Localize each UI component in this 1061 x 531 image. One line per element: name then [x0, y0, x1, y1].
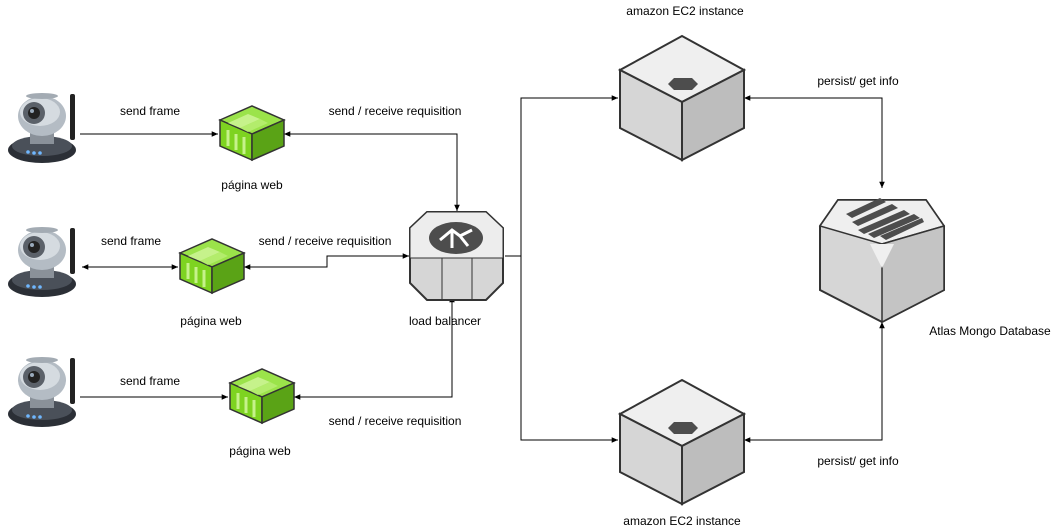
- edge-label-cam1-web1: send frame: [120, 104, 180, 118]
- ec2-instance-b-icon: [619, 379, 745, 505]
- load-balancer-icon: [409, 211, 504, 301]
- node-label-lb: load balancer: [409, 314, 481, 328]
- edge-ec2a-db: [744, 95, 885, 188]
- edge-label-web3-lb: send / receive requisition: [329, 414, 462, 428]
- ec2-instance-a-icon: [619, 35, 745, 161]
- database-icon: [818, 198, 946, 324]
- edge-label-web1-lb: send / receive requisition: [329, 104, 462, 118]
- web-page-1-icon: [218, 104, 286, 162]
- edge-label-web2-lb: send / receive requisition: [259, 234, 392, 248]
- edge-ec2b-db: [744, 322, 885, 443]
- edge-web1-lb: [284, 131, 460, 211]
- web-page-2-icon: [178, 237, 246, 295]
- node-label-db: Atlas Mongo Database: [929, 324, 1051, 338]
- node-label-ec2a: amazon EC2 instance: [626, 4, 744, 18]
- edge-label-cam2-web2: send frame: [101, 234, 161, 248]
- node-label-web3: página web: [229, 444, 291, 458]
- edge-lb-ec2b: [520, 256, 618, 443]
- edge-web2-lb: [244, 253, 409, 270]
- edge-label-cam3-web3: send frame: [120, 374, 180, 388]
- ip-camera-icon: [8, 93, 76, 163]
- node-label-web1: página web: [221, 178, 283, 192]
- ip-camera-icon: [8, 357, 76, 427]
- node-label-web2: página web: [180, 314, 242, 328]
- edge-label-ec2b-db: persist/ get info: [817, 454, 899, 468]
- node-label-ec2b: amazon EC2 instance: [623, 514, 741, 528]
- edge-web3-lb: [294, 296, 455, 400]
- web-page-3-icon: [228, 367, 296, 425]
- edge-label-ec2a-db: persist/ get info: [817, 74, 899, 88]
- edge-lb-ec2a: [505, 95, 618, 257]
- ip-camera-icon: [8, 227, 76, 297]
